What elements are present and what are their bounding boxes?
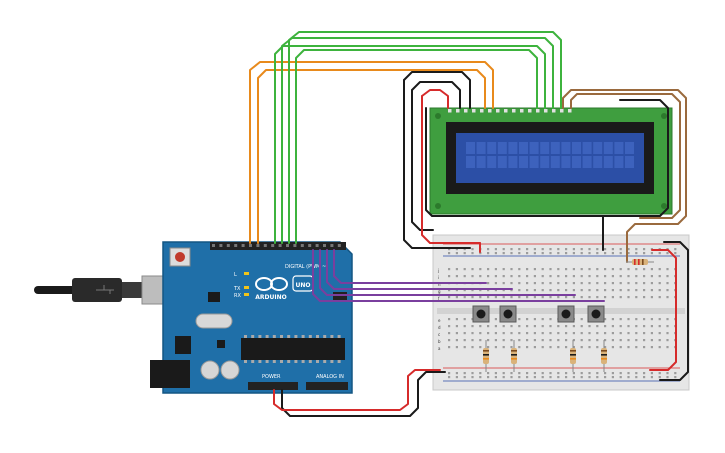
- crystal-oscillator: [195, 313, 233, 329]
- row-label-f: f: [438, 296, 440, 301]
- capacitor-1: [200, 360, 220, 380]
- resistors: [483, 259, 654, 372]
- row-label-e: e: [438, 318, 441, 323]
- usb-cable: [34, 275, 169, 305]
- row-label-d: d: [438, 325, 441, 330]
- wire-brown: [562, 89, 687, 263]
- resistor-4: [601, 340, 607, 372]
- row-label-h: h: [438, 282, 441, 287]
- wire-green: [274, 31, 562, 244]
- voltage-regulator: [175, 336, 191, 354]
- power-header: [248, 382, 298, 390]
- wire-purple: [312, 249, 605, 302]
- power-label: POWER: [262, 374, 281, 380]
- push-button-1[interactable]: [472, 305, 490, 323]
- power-jack: [150, 360, 190, 388]
- digital-label: DIGITAL (PWM ~): [285, 264, 328, 270]
- arduino-logo: [255, 275, 314, 292]
- model-label: UNO: [296, 282, 311, 289]
- resistor-2: [511, 340, 517, 372]
- row-label-b: b: [438, 339, 441, 344]
- rx-label: RX: [234, 293, 241, 299]
- wire-red: [273, 89, 677, 411]
- atmega-chip: [241, 338, 345, 360]
- logo-text: ARDUINO: [255, 294, 286, 301]
- push-button-2[interactable]: [499, 305, 517, 323]
- lcd-module: [429, 107, 673, 215]
- wire-orange: [249, 61, 494, 244]
- arduino-uno-board: UNO ARDUINO DIGITAL (PWM ~) POWER ANALOG…: [150, 241, 353, 394]
- led-l-label: L: [234, 272, 237, 278]
- row-label-i: i: [438, 275, 439, 280]
- breadboard-holes: [448, 248, 677, 379]
- capacitor-2: [220, 360, 240, 380]
- push-button-3[interactable]: [557, 305, 575, 323]
- push-buttons: [472, 305, 605, 323]
- row-label-a: a: [438, 346, 441, 351]
- analog-header: [306, 382, 348, 390]
- wires: [249, 31, 689, 417]
- analog-label: ANALOG IN: [316, 374, 344, 380]
- resistor-3: [570, 340, 576, 372]
- push-button-4[interactable]: [587, 305, 605, 323]
- row-label-g: g: [438, 289, 441, 294]
- digital-header: [210, 242, 346, 250]
- reset-button: [175, 252, 185, 262]
- tx-label: TX: [233, 286, 241, 292]
- resistor-1: [483, 340, 489, 372]
- resistor-5: [626, 259, 654, 265]
- row-label-c: c: [438, 332, 440, 337]
- row-label-j: j: [437, 268, 439, 273]
